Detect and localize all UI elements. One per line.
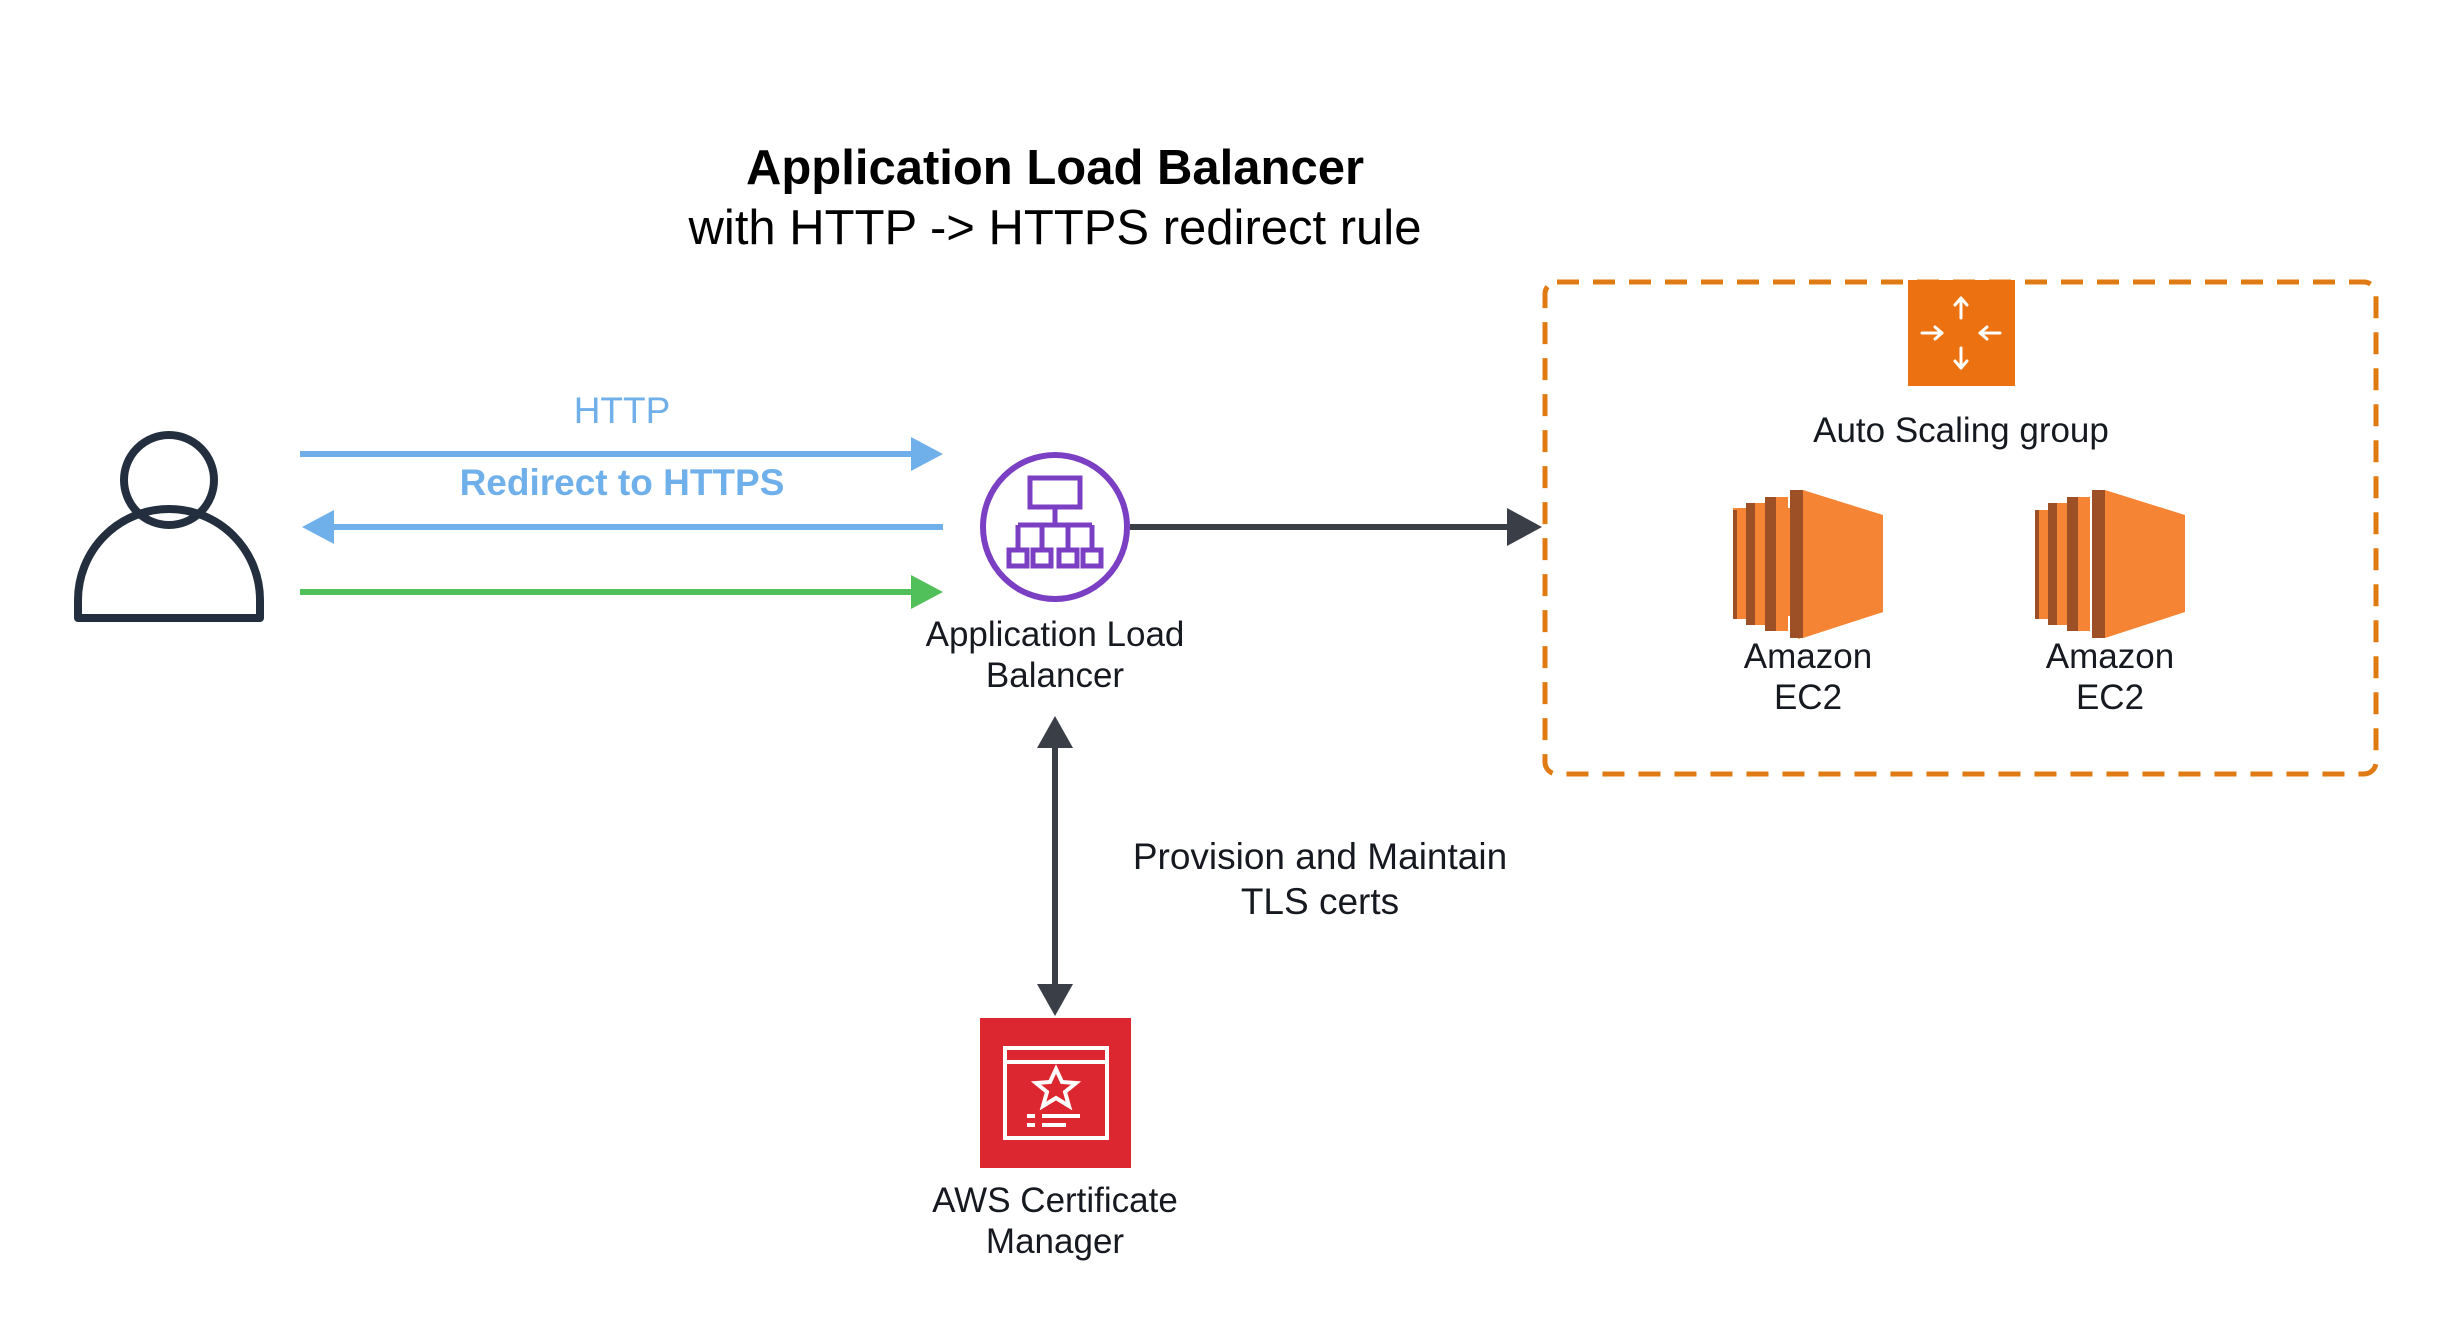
user-icon [74, 431, 264, 622]
redirect-arrow [302, 510, 943, 544]
auto-scaling-icon [1908, 280, 2015, 386]
redirect-edge-label: Redirect to HTTPS [459, 462, 785, 503]
acm-link-arrow [1037, 716, 1073, 1016]
http-edge-label: HTTP [573, 390, 671, 431]
acm-label: AWS Certificate Manager [932, 1181, 1178, 1261]
alb-to-asg-arrow [1130, 508, 1542, 546]
certificate-manager-icon [980, 1018, 1131, 1168]
ec2-a-label: Amazon EC2 [1743, 637, 1873, 717]
acm-link-label: Provision and Maintain TLS certs [1132, 836, 1508, 922]
ec2-b-label: Amazon EC2 [2045, 637, 2175, 717]
ec2-instance-icon-a [1733, 490, 1883, 639]
http-arrow [300, 437, 943, 471]
https-arrow [300, 575, 943, 609]
ec2-instance-icon-b [2035, 490, 2185, 638]
diagram-subtitle: with HTTP -> HTTPS redirect rule [688, 201, 1422, 255]
diagram-title: Application Load Balancer [745, 141, 1365, 195]
alb-label: Application Load Balancer [925, 615, 1185, 695]
application-load-balancer-icon [980, 452, 1130, 602]
asg-label: Auto Scaling group [1813, 411, 2109, 450]
